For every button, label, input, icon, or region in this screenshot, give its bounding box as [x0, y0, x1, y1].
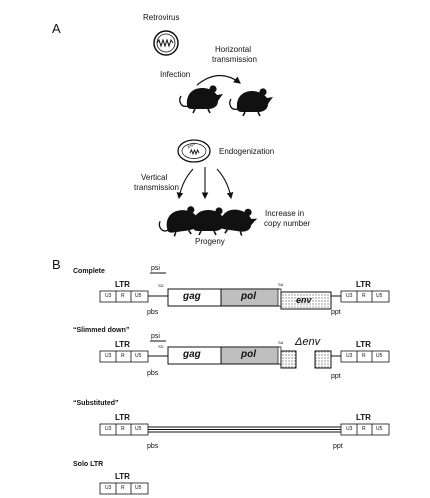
row-title-substituted: “Substituted”: [73, 400, 119, 407]
infection-label: Infection: [160, 70, 191, 79]
ltr-label-left-complete: LTR: [115, 280, 130, 289]
horizontal-arrow: [196, 74, 241, 86]
horizontal-label-1: Horizontal: [215, 45, 252, 54]
env-gene-complete: [280, 291, 332, 310]
u3-cell: U3: [346, 353, 353, 359]
endogenization-label: Endogenization: [219, 147, 275, 156]
r-cell: R: [121, 485, 125, 491]
u3-cell: U3: [105, 353, 112, 359]
gag-label-complete: gag: [183, 291, 201, 302]
ltr-label-left-substituted: LTR: [115, 413, 130, 422]
pbs-label-complete: pbs: [147, 309, 159, 316]
vertical-label-2: transmission: [134, 183, 179, 192]
u5-cell: U5: [376, 353, 383, 359]
pbs-label-substituted: pbs: [147, 443, 159, 450]
ltr-label-solo: LTR: [115, 472, 130, 481]
retrovirus-label: Retrovirus: [143, 13, 180, 22]
ppt-label-slimmed: ppt: [331, 373, 341, 380]
u3-cell: U3: [105, 426, 112, 432]
sd-label-slimmed: SD: [158, 344, 164, 349]
progeny-mice-icons: [156, 203, 260, 240]
ltr-right-substituted: [340, 423, 390, 436]
row-title-solo: Solo LTR: [73, 461, 104, 468]
mouse-left-icon: [179, 84, 224, 114]
row-title-complete: Complete: [73, 268, 105, 275]
vertical-transmission-arrows: [176, 167, 234, 200]
sa-label-complete: SA: [278, 282, 284, 287]
ltr-right-complete: [340, 290, 390, 303]
ltr-solo: [99, 482, 149, 495]
delta-env-label: Δenv: [295, 336, 321, 348]
ltr-label-right-substituted: LTR: [356, 413, 371, 422]
r-cell: R: [121, 426, 125, 432]
vertical-label-1: Vertical: [141, 173, 168, 182]
row-title-slimmed: “Slimmed down”: [73, 327, 130, 334]
sd-label-complete: SD: [158, 283, 164, 288]
u5-cell: U5: [135, 293, 142, 299]
pol-label-slimmed: pol: [241, 349, 256, 360]
ltr-label-right-complete: LTR: [356, 280, 371, 289]
increase-label-1: Increase in: [265, 209, 305, 218]
progeny-label: Progeny: [195, 237, 225, 246]
u5-cell: U5: [135, 353, 142, 359]
r-cell: R: [121, 353, 125, 359]
u5-cell: U5: [376, 293, 383, 299]
r-cell: R: [121, 293, 125, 299]
horizontal-label-2: transmission: [212, 55, 257, 64]
env-fragment-right: [314, 350, 332, 369]
gag-label-slimmed: gag: [183, 349, 201, 360]
pbs-label-slimmed: pbs: [147, 370, 159, 377]
u3-cell: U3: [105, 485, 112, 491]
increase-label-2: copy number: [264, 219, 311, 228]
ppt-label-substituted: ppt: [333, 443, 343, 450]
env-fragment-left: [280, 350, 297, 369]
u3-cell: U3: [346, 426, 353, 432]
ltr-right-slimmed: [340, 350, 390, 363]
u3-cell: U3: [346, 293, 353, 299]
r-cell: R: [362, 293, 366, 299]
u5-cell: U5: [135, 426, 142, 432]
endogenized-cell-icon: [177, 139, 211, 163]
mouse-right-icon: [229, 87, 274, 117]
psi-label-complete: psi: [151, 265, 160, 272]
panel-a-letter: A: [52, 21, 61, 36]
virus-icon: [153, 30, 179, 56]
r-cell: R: [362, 426, 366, 432]
env-label-complete: env: [296, 295, 312, 305]
r-cell: R: [362, 353, 366, 359]
ltr-label-right-slimmed: LTR: [356, 340, 371, 349]
u5-cell: U5: [135, 485, 142, 491]
u5-cell: U5: [376, 426, 383, 432]
pol-label-complete: pol: [241, 291, 256, 302]
psi-label-slimmed: psi: [151, 333, 160, 340]
u3-cell: U3: [105, 293, 112, 299]
substituted-sequence: [148, 426, 341, 433]
ltr-label-left-slimmed: LTR: [115, 340, 130, 349]
sa-label-slimmed: SA: [278, 340, 284, 345]
ppt-label-complete: ppt: [331, 309, 341, 316]
panel-b-letter: B: [52, 257, 61, 272]
